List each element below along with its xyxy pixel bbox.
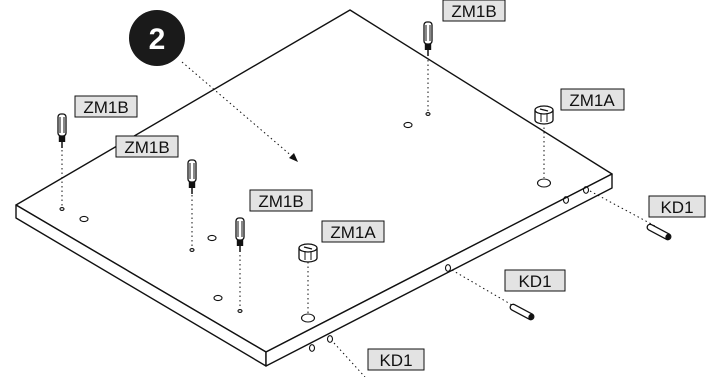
label-zm1b-left-1: ZM1B: [74, 95, 138, 118]
label-text: KD1: [660, 198, 693, 217]
step-badge: 2: [129, 10, 185, 66]
label-text: ZM1A: [330, 223, 376, 242]
cam-lock-zm1a-right: [534, 105, 554, 125]
label-text: ZM1B: [124, 138, 169, 157]
label-zm1a-right: ZM1A: [560, 88, 625, 111]
pointer-arrow-icon: [289, 153, 298, 162]
label-text: ZM1A: [569, 91, 615, 110]
dowel-kd1-middle: [508, 302, 536, 322]
label-text: ZM1B: [258, 192, 303, 211]
label-kd1-right: KD1: [648, 195, 706, 218]
label-text: ZM1B: [451, 2, 496, 21]
edge-holes: [308, 186, 590, 352]
label-zm1b-center: ZM1B: [249, 189, 313, 212]
panel-holes: [59, 112, 552, 323]
label-zm1b-left-2: ZM1B: [115, 135, 179, 158]
cam-lock-zm1a-center: [298, 243, 318, 263]
panel-board: [15, 9, 613, 367]
label-zm1a-center: ZM1A: [321, 220, 385, 243]
pin-zm1b-top: [423, 21, 433, 57]
pin-zm1b-left-1: [57, 113, 67, 149]
label-zm1b-top: ZM1B: [442, 0, 506, 22]
label-text: KD1: [379, 351, 412, 370]
label-kd1-bottom: KD1: [367, 348, 425, 371]
dowel-kd1-right: [645, 222, 673, 242]
label-text: KD1: [518, 272, 551, 291]
step-number: 2: [149, 23, 166, 56]
guide-lines: [61, 60, 656, 377]
label-text: ZM1B: [83, 98, 128, 117]
label-kd1-middle: KD1: [504, 269, 566, 292]
